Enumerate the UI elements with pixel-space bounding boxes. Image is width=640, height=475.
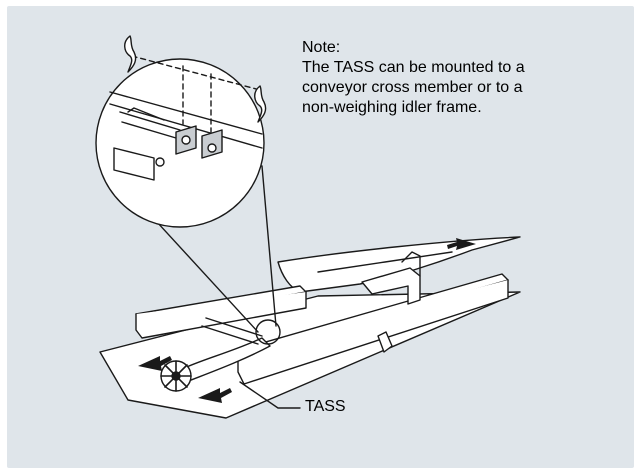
- cotter-pin-icon: [254, 85, 267, 123]
- tass-arm: [179, 337, 271, 383]
- bracket-bottom: [377, 331, 393, 353]
- note-line: non-weighing idler frame.: [302, 99, 482, 116]
- note-heading: Note:: [302, 39, 341, 56]
- direction-arrow-icon: [447, 238, 476, 250]
- note-line: The TASS can be mounted to a: [302, 59, 525, 76]
- wheel-icon: [160, 360, 192, 392]
- diagram-panel: [7, 6, 634, 468]
- mount-point-circle: [255, 319, 281, 345]
- detail-contents: [109, 91, 263, 181]
- idler-frame: [361, 267, 421, 305]
- direction-arrow-icon: [198, 388, 232, 403]
- tass-callout-label: TASS: [305, 398, 346, 415]
- note-line: conveyor cross member or to a: [302, 79, 523, 96]
- cotter-pin-icon: [124, 35, 137, 73]
- direction-arrow-icon: [138, 356, 172, 371]
- note-text-block: Note: The TASS can be mounted to a conve…: [302, 38, 602, 118]
